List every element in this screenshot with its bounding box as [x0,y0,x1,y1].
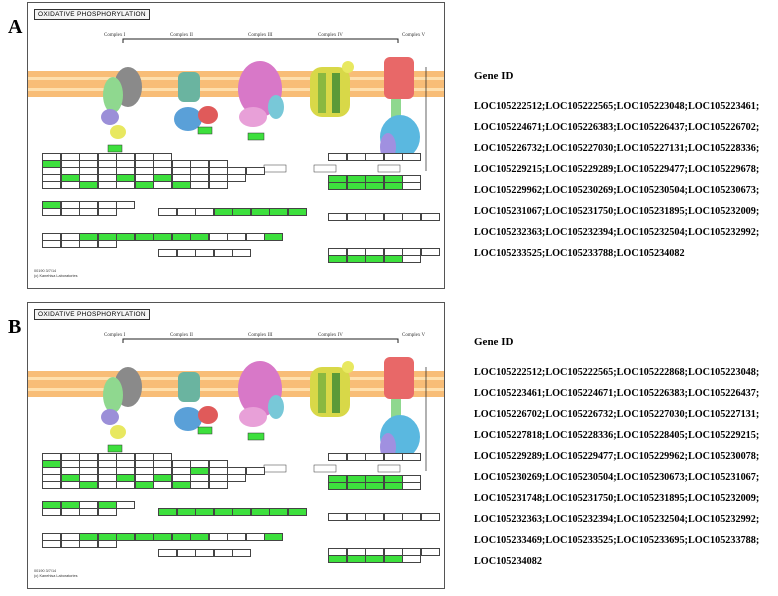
gene-id-title: Gene ID [474,70,514,82]
pathway-diagram [28,38,444,173]
complex-i-shape [101,367,142,453]
pathway-diagram [28,338,444,473]
complex-iii-shape [238,361,284,441]
map-footer: 00190 3/7/14 (c) Kanehisa Laboratories [34,269,78,278]
subunit-table-row [328,482,421,490]
gene-id-list: LOC105222512;LOC105222565;LOC105222868;L… [474,367,760,567]
complex-i-label: Complex I [104,33,126,38]
subunit-table-row [42,481,228,489]
complex-v-label: Complex V [402,33,426,38]
kegg-pathway-map-a: OXIDATIVE PHOSPHORYLATION Complex I Comp… [27,2,445,289]
map-footer: 00190 3/7/14 (c) Kanehisa Laboratories [34,569,78,578]
gene-id-title: Gene ID [474,336,514,348]
complex-iii-label: Complex III [248,333,273,338]
subunit-table-row [42,508,117,516]
membrane-band [28,371,444,397]
subunit-table-row [42,181,228,189]
complex-iii-shape [238,61,284,141]
subunit-table-row [42,240,117,248]
subunit-table-row [328,513,440,521]
subunit-table-row [328,453,421,461]
complex-v-shape [380,57,427,171]
subunit-table-row [158,549,251,557]
complex-iii-label: Complex III [248,33,273,38]
complex-i-shape [101,67,142,153]
subunit-table-row [42,201,135,209]
subunit-table-row [42,208,117,216]
subunit-table-row [158,249,251,257]
subunit-table-row [42,533,283,541]
subunit-table-row [328,555,421,563]
complex-ii-label: Complex II [170,333,193,338]
subunit-table-row [328,255,421,263]
map-title: OXIDATIVE PHOSPHORYLATION [34,9,150,20]
subunit-table-row [42,540,117,548]
complex-iv-shape [310,61,354,117]
subunit-table-row [328,213,440,221]
panel-label-b: B [8,316,22,338]
complex-i-label: Complex I [104,333,126,338]
subunit-table-row [328,182,421,190]
gene-id-block-b: Gene ID LOC105222512;LOC105222565;LOC105… [474,336,764,572]
complex-iv-label: Complex IV [318,33,343,38]
gene-id-list: LOC105222512;LOC105222565;LOC105223048;L… [474,101,760,259]
complex-iv-label: Complex IV [318,333,343,338]
complex-iv-shape [310,361,354,417]
membrane-band [28,71,444,97]
subunit-table-row [328,153,421,161]
kegg-pathway-map-b: OXIDATIVE PHOSPHORYLATION Complex I Comp… [27,302,445,589]
subunit-table-row [42,174,246,182]
subunit-table-row [158,508,307,516]
complex-ii-shape [174,72,218,135]
map-title: OXIDATIVE PHOSPHORYLATION [34,309,150,320]
complex-v-label: Complex V [402,333,426,338]
gene-id-block-a: Gene ID LOC105222512;LOC105222565;LOC105… [474,70,764,264]
complex-ii-label: Complex II [170,33,193,38]
panel-label-a: A [8,16,23,38]
complex-ii-shape [174,372,218,435]
subunit-table-row [158,208,307,216]
